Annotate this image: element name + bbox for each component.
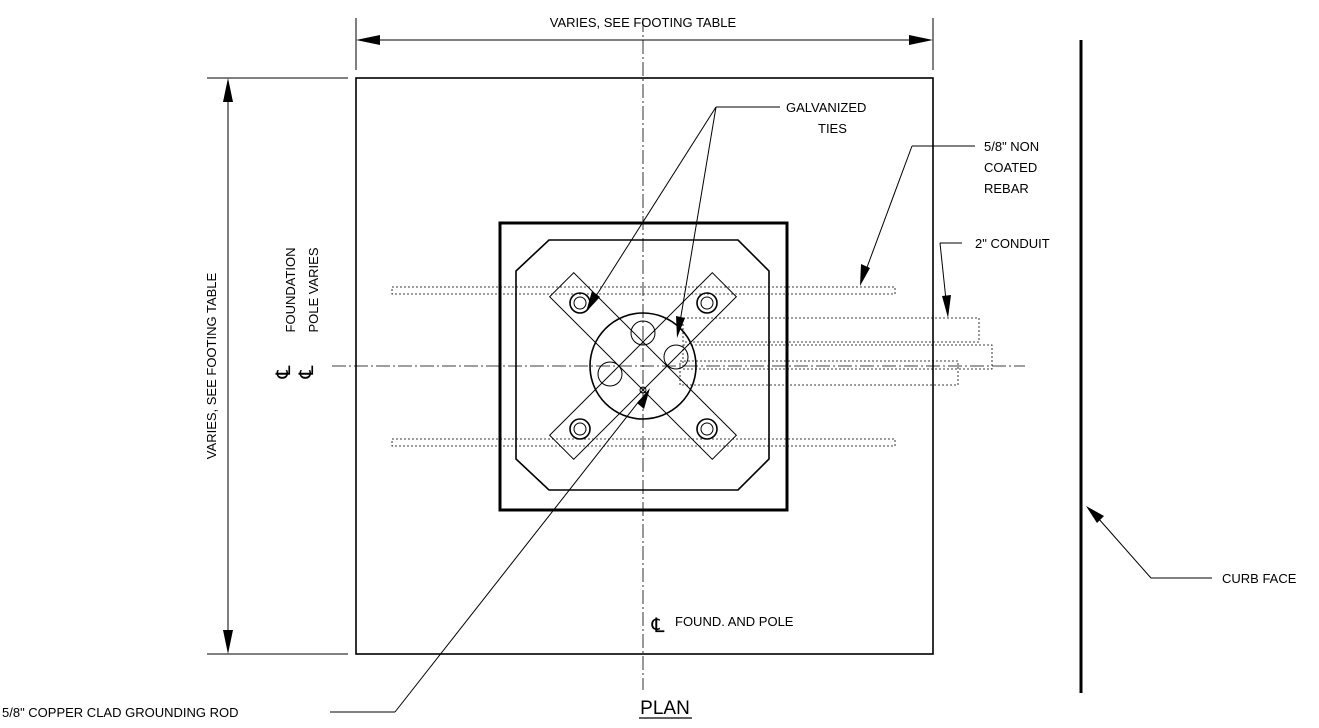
curb-face-label: CURB FACE	[1222, 571, 1297, 586]
rebar-bottom	[391, 438, 896, 447]
rebar-label-line1: 5/8" NON	[984, 139, 1039, 154]
found-and-pole-cl-symbol: ℄	[651, 615, 665, 637]
anchor-bolts	[569, 292, 718, 440]
found-and-pole-label: FOUND. AND POLE	[675, 614, 794, 629]
side-dimension-label: VARIES, SEE FOOTING TABLE	[204, 272, 219, 459]
plan-title: PLAN	[640, 698, 690, 719]
conduit-opening-1	[630, 320, 656, 346]
top-dimension-label: VARIES, SEE FOOTING TABLE	[550, 15, 737, 30]
galvanized-label-line1: GALVANIZED	[786, 100, 866, 115]
conduit-leader: 2" CONDUIT	[939, 236, 1050, 318]
galvanized-label-line2: TIES	[818, 121, 847, 136]
rebar-label-line3: REBAR	[984, 181, 1029, 196]
rebar-leader: 5/8" NON COATED REBAR	[860, 139, 1039, 286]
grounding-rod-label: 5/8" COPPER CLAD GROUNDING ROD	[2, 705, 239, 720]
conduit-opening-3	[597, 361, 623, 387]
pole-base-octagon	[515, 239, 770, 491]
rebar-top	[391, 286, 896, 295]
conduits	[679, 317, 993, 386]
conduit-label: 2" CONDUIT	[975, 236, 1050, 251]
grounding-rod-leader: 5/8" COPPER CLAD GROUNDING ROD	[2, 388, 650, 720]
curb-face: CURB FACE	[1079, 40, 1297, 693]
pole-cl-label: POLE VARIES	[306, 247, 321, 332]
grounding-rod-dot	[639, 386, 647, 394]
galvanized-ties-leader: GALVANIZED TIES	[586, 100, 866, 338]
pole-cl-symbol: ℄	[296, 365, 318, 379]
rebar-label-line2: COATED	[984, 160, 1037, 175]
conduit-opening-2	[663, 344, 689, 370]
centerline-markers: FOUNDATION POLE VARIES ℄ ℄	[273, 247, 321, 379]
found-and-pole-callout: ℄ FOUND. AND POLE	[651, 614, 794, 637]
foundation-cl-label: FOUNDATION	[283, 248, 298, 333]
foundation-cl-symbol: ℄	[273, 365, 295, 379]
anchor-bolt-ties	[548, 271, 738, 461]
side-dimension: VARIES, SEE FOOTING TABLE	[204, 77, 348, 655]
base-plate	[498, 221, 789, 512]
top-dimension: VARIES, SEE FOOTING TABLE	[355, 15, 934, 70]
plan-title-group: PLAN	[639, 698, 692, 719]
pole-circle	[589, 312, 697, 420]
